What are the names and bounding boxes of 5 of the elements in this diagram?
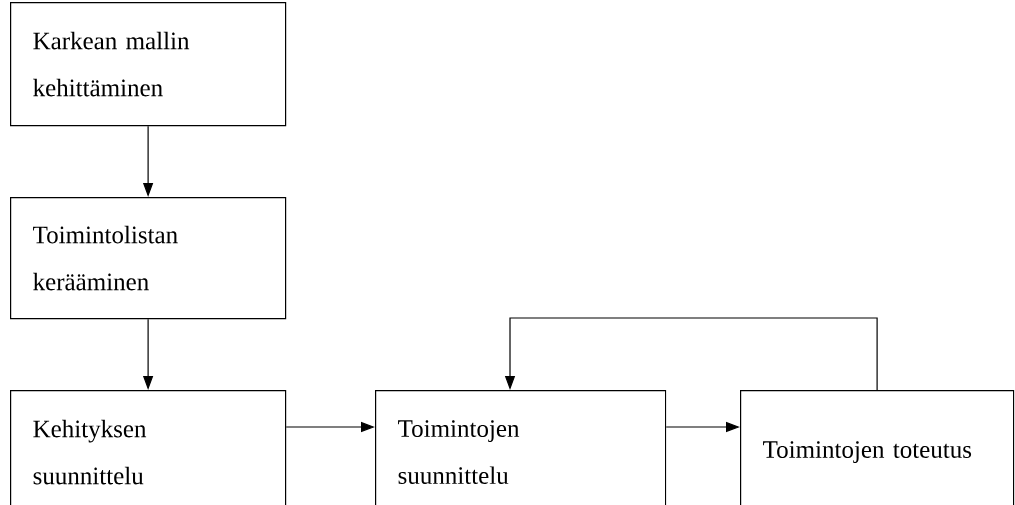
- process-box: Karkean mallin kehittäminen: [10, 2, 287, 127]
- process-box: Toimintojen suunnittelu: [375, 390, 667, 505]
- process-box: Toimintojen toteutus: [740, 390, 1015, 505]
- process-box: Toimintolistan kerääminen: [10, 197, 287, 320]
- process-box: Kehityksen suunnittelu: [10, 390, 287, 505]
